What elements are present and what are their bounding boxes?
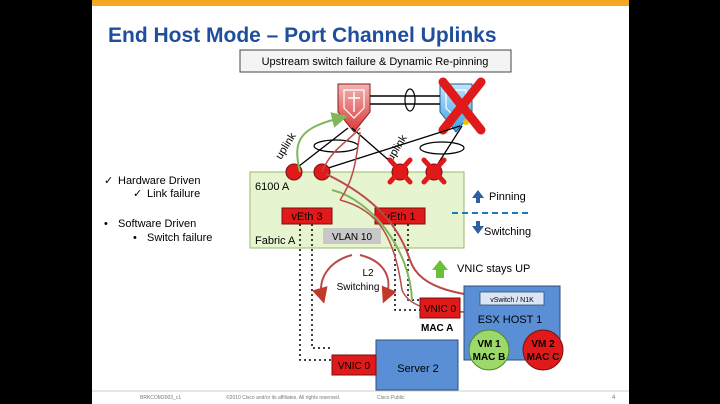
bullet-link-failure: Link failure bbox=[147, 188, 200, 200]
port-channel-ring bbox=[404, 88, 416, 112]
vnic0-host-port bbox=[419, 297, 461, 319]
page-number: 4 bbox=[612, 395, 616, 401]
subtitle-text: Upstream switch failure & Dynamic Re-pin… bbox=[262, 56, 489, 68]
check-icon: ✓ bbox=[104, 175, 113, 187]
vm1-label: VM 1 bbox=[477, 339, 501, 350]
bullet-software: Software Driven bbox=[118, 218, 196, 230]
veth1-label: vEth 1 bbox=[384, 211, 415, 223]
pinning-label: Pinning bbox=[489, 191, 526, 203]
fi-label: 6100 A bbox=[255, 181, 290, 193]
arrow-down-icon bbox=[472, 221, 484, 234]
vlan-box bbox=[323, 228, 381, 244]
green-traffic-path bbox=[296, 112, 348, 173]
vnic0-server-label: VNIC 0 bbox=[338, 361, 371, 372]
server2 bbox=[375, 339, 459, 391]
top-orange-bar bbox=[92, 0, 629, 6]
footer-right: Cisco Public bbox=[377, 395, 405, 401]
switching-label: Switching bbox=[484, 226, 531, 238]
bullet-dot-icon: • bbox=[133, 232, 137, 244]
arrow-up-green-icon bbox=[432, 260, 448, 278]
vm1 bbox=[468, 329, 510, 371]
mac-c-label: MAC C bbox=[527, 352, 560, 363]
l2-arrow-left bbox=[312, 254, 353, 304]
vnic0-host-label: VNIC 0 bbox=[424, 304, 457, 315]
vm2 bbox=[522, 329, 564, 371]
arrow-up-icon bbox=[472, 190, 484, 203]
l2-switching-label: Switching bbox=[337, 282, 380, 293]
vm2-label: VM 2 bbox=[531, 339, 555, 350]
mac-a-label: MAC A bbox=[421, 323, 453, 334]
switch-failure-x-icon bbox=[438, 77, 486, 135]
bullet-switch-failure: Switch failure bbox=[147, 232, 212, 244]
host-links bbox=[299, 224, 420, 361]
footer-center: ©2010 Cisco and/or its affiliates. All r… bbox=[226, 394, 340, 401]
l2-label: L2 bbox=[362, 268, 374, 279]
vlan-label: VLAN 10 bbox=[332, 232, 372, 243]
footer-left: BRKCOM2003_c1 bbox=[140, 395, 181, 401]
page-title: End Host Mode – Port Channel Uplinks bbox=[108, 24, 497, 47]
bullet-dot-icon: • bbox=[104, 218, 108, 230]
red-traffic-path bbox=[321, 127, 361, 173]
veth3-label: vEth 3 bbox=[291, 211, 322, 223]
port-failure-x-icon bbox=[387, 157, 447, 185]
port-channel-ring bbox=[419, 141, 465, 155]
vswitch-box bbox=[479, 291, 545, 306]
green-traffic-path bbox=[331, 189, 413, 301]
subtitle-box bbox=[239, 49, 512, 73]
check-icon: ✓ bbox=[133, 188, 142, 200]
fabric-label: Fabric A bbox=[255, 235, 296, 247]
mac-b-label: MAC B bbox=[473, 352, 506, 363]
red-traffic-path bbox=[339, 131, 361, 201]
vnic0-server-port bbox=[331, 354, 377, 376]
veth3-port bbox=[281, 207, 333, 225]
uplink-port bbox=[285, 163, 303, 181]
bullet-hardware: Hardware Driven bbox=[118, 175, 201, 187]
vswitch-label: vSwitch / N1K bbox=[490, 297, 534, 304]
vnic-stays-up-label: VNIC stays UP bbox=[457, 263, 530, 275]
server2-label: Server 2 bbox=[397, 363, 439, 375]
l2-arrow-right bbox=[359, 254, 397, 304]
esx-host-label: ESX HOST 1 bbox=[478, 314, 543, 326]
